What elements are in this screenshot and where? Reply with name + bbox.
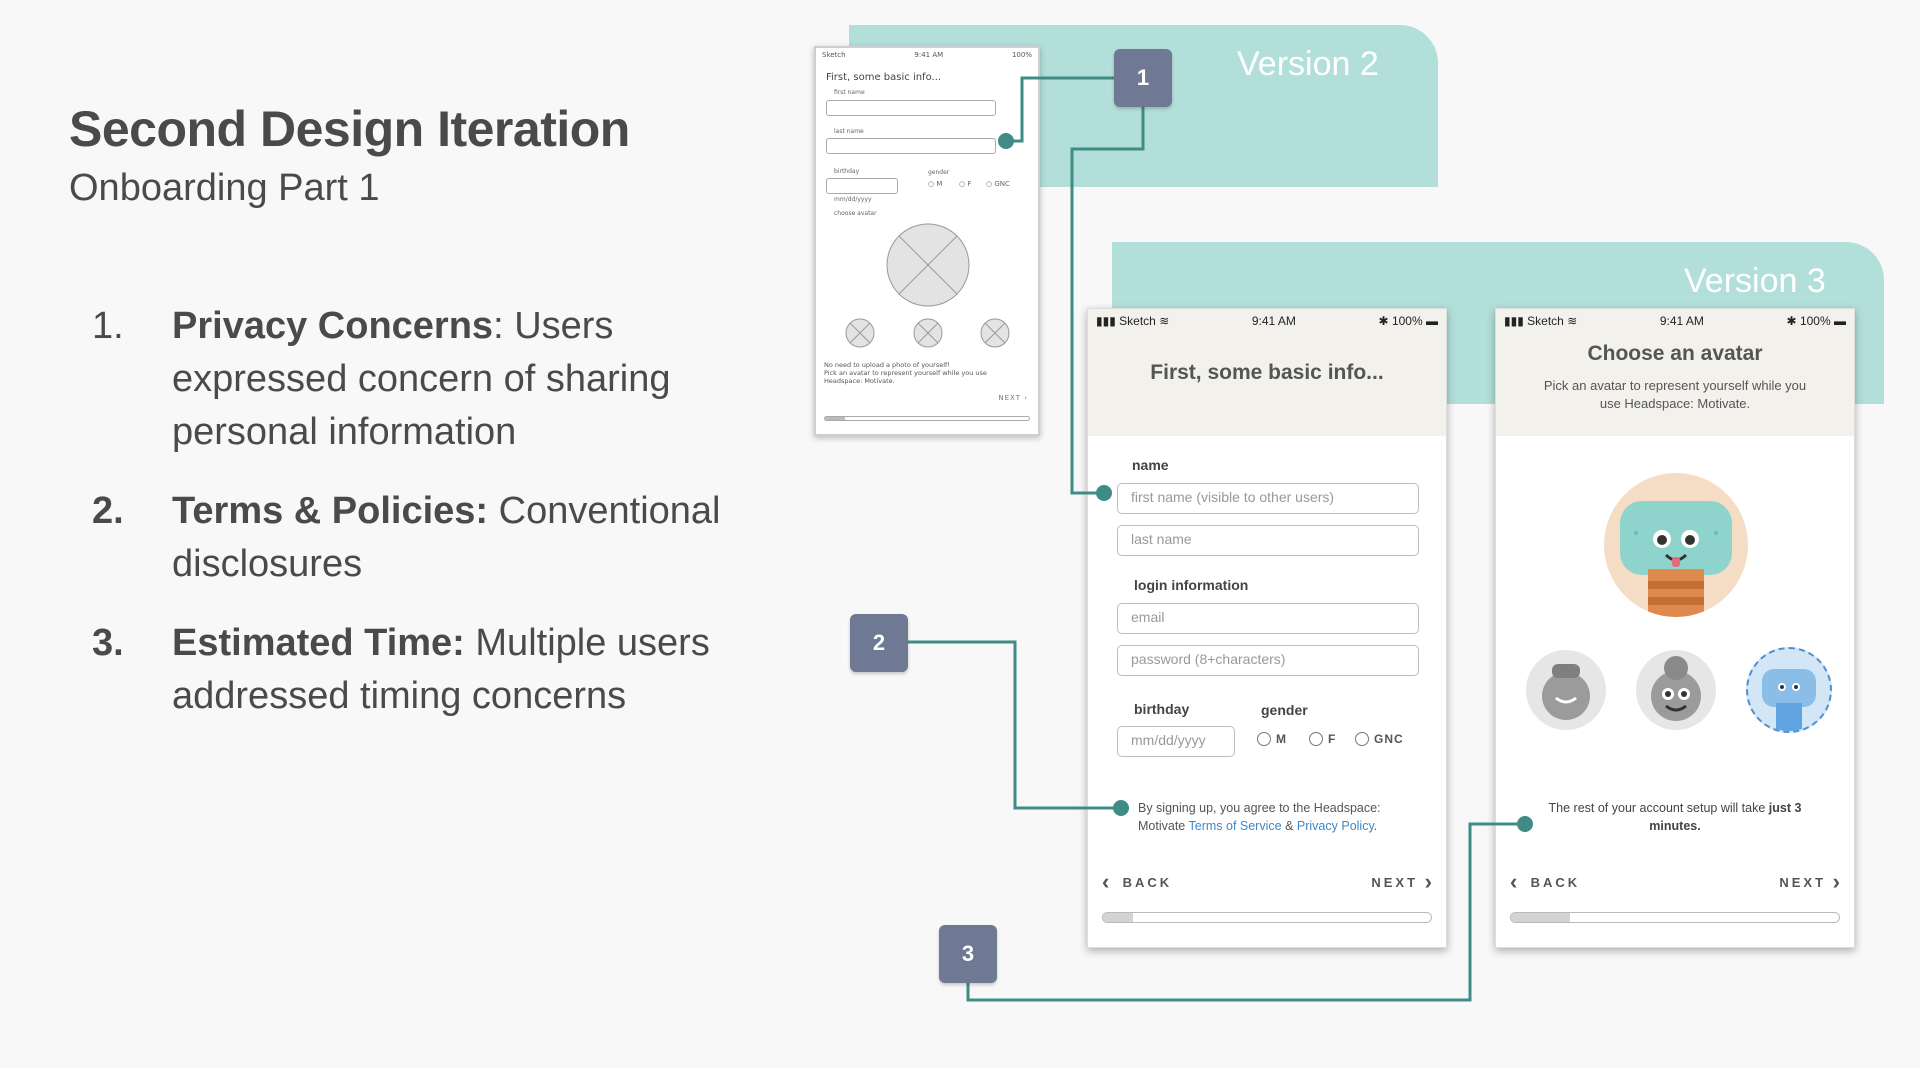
findings-list: 1. Privacy Concerns: Users expressed con… (92, 300, 732, 749)
radio-circle-icon (1355, 732, 1369, 746)
connector-dot (1096, 485, 1112, 501)
progress-bar (1102, 912, 1432, 923)
login-label: login information (1134, 577, 1249, 593)
avatar-face-icon (1542, 664, 1590, 720)
monster-avatar-icon (1620, 501, 1732, 617)
terms-of-service-link[interactable]: Terms of Service (1188, 819, 1282, 833)
screen-title: First, some basic info... (1150, 361, 1384, 384)
back-button[interactable]: ‹ BACK (1510, 869, 1581, 894)
battery-icon: ▬ (1833, 314, 1846, 328)
finding-text: Conventional disclosures (172, 490, 721, 585)
first-name-field[interactable] (826, 100, 996, 116)
finding-heading: Terms & Policies: (172, 490, 489, 532)
chevron-right-icon: › (1424, 869, 1432, 894)
last-name-input[interactable]: last name (1117, 525, 1419, 556)
gender-f-radio[interactable]: F (1309, 732, 1336, 746)
last-name-field[interactable] (826, 138, 996, 154)
progress-bar (1510, 912, 1840, 923)
bluetooth-icon: ✱ (1786, 314, 1797, 328)
signup-phone: ▮▮▮ Sketch ≋ 9:41 AM ✱ 100% ▬ First, som… (1087, 308, 1447, 948)
next-button[interactable]: NEXT › (998, 394, 1028, 402)
wireframe-phone: Sketch 9:41 AM 100% First, some basic in… (814, 46, 1040, 436)
signal-icon: ▮▮▮ (1096, 314, 1116, 328)
finding-number: 2. (92, 490, 124, 532)
selected-avatar-preview (1604, 473, 1748, 617)
wifi-icon: ≋ (1567, 314, 1578, 328)
bluetooth-icon: ✱ (1378, 314, 1389, 328)
status-bar: ▮▮▮ Sketch ≋ 9:41 AM ✱ 100% ▬ (1096, 314, 1438, 328)
terms-disclosure: By signing up, you agree to the Headspac… (1138, 801, 1381, 833)
monster-avatar-icon (1762, 669, 1816, 731)
progress-fill (825, 417, 846, 420)
screen-title: Choose an avatar (1587, 342, 1763, 365)
radio-circle-icon (1309, 732, 1323, 746)
next-button[interactable]: NEXT › (1371, 869, 1432, 894)
finding-text: Multiple users addressed timing concerns (172, 622, 710, 717)
wifi-icon: ≋ (1159, 314, 1170, 328)
progress-fill (1511, 913, 1571, 922)
connector-line-3 (966, 822, 1525, 1002)
back-button[interactable]: ‹ BACK (1102, 869, 1173, 894)
gender-m-radio[interactable]: ○ M (928, 180, 943, 188)
version-3-label: Version 3 (1684, 262, 1826, 300)
privacy-policy-link[interactable]: Privacy Policy (1296, 819, 1374, 833)
birthday-label: birthday (1134, 701, 1190, 717)
screen-description: Pick an avatar to represent yourself whi… (1543, 378, 1807, 411)
gender-gnc-radio[interactable]: GNC (1355, 732, 1404, 746)
slide-title: Second Design Iteration (69, 101, 630, 157)
avatar-option-2[interactable] (1636, 650, 1716, 730)
version-2-label: Version 2 (1237, 45, 1379, 83)
slide-subtitle: Onboarding Part 1 (69, 167, 380, 209)
annotation-badge-2: 2 (850, 614, 908, 672)
avatar-phone: ▮▮▮ Sketch ≋ 9:41 AM ✱ 100% ▬ Choose an … (1495, 308, 1855, 948)
battery-icon: ▬ (1425, 314, 1438, 328)
connector-dot (998, 133, 1014, 149)
setup-time-note: The rest of your account setup will take… (1548, 801, 1802, 833)
progress-bar (824, 416, 1030, 421)
finding-heading: Estimated Time: (172, 622, 465, 664)
finding-terms: 2. Terms & Policies: Conventional disclo… (92, 485, 732, 591)
password-input[interactable]: password (8+characters) (1117, 645, 1419, 676)
name-label: name (1132, 457, 1169, 473)
avatar-face-icon (1651, 656, 1701, 721)
signal-icon: ▮▮▮ (1504, 314, 1524, 328)
birthday-input[interactable]: mm/dd/yyyy (1117, 726, 1235, 757)
wireframe-title: First, some basic info... (826, 72, 942, 83)
first-name-input[interactable]: first name (visible to other users) (1117, 483, 1419, 514)
gender-m-radio[interactable]: M (1257, 732, 1287, 746)
connector-line-2 (908, 640, 1121, 810)
gender-f-radio[interactable]: ○ F (959, 180, 972, 188)
finding-number: 3. (92, 622, 124, 664)
phone-header: ▮▮▮ Sketch ≋ 9:41 AM ✱ 100% ▬ First, som… (1088, 309, 1446, 436)
avatar-option-1[interactable] (1526, 650, 1606, 730)
connector-dot (1517, 816, 1533, 832)
annotation-badge-3: 3 (939, 925, 997, 983)
next-button[interactable]: NEXT › (1779, 869, 1840, 894)
connector-line-1b (1070, 107, 1145, 495)
wireframe-note: No need to upload a photo of yourself! P… (824, 361, 987, 385)
status-bar: ▮▮▮ Sketch ≋ 9:41 AM ✱ 100% ▬ (1504, 314, 1846, 328)
avatar-placeholders (845, 223, 1010, 348)
status-bar: Sketch 9:41 AM 100% (822, 51, 1032, 59)
finding-text: Users expressed concern of sharing perso… (172, 305, 671, 453)
finding-privacy: 1. Privacy Concerns: Users expressed con… (92, 300, 732, 459)
chevron-right-icon: › (1832, 869, 1840, 894)
phone-header: ▮▮▮ Sketch ≋ 9:41 AM ✱ 100% ▬ Choose an … (1496, 309, 1854, 436)
birthday-field[interactable] (826, 178, 898, 194)
chevron-left-icon: ‹ (1510, 869, 1518, 894)
gender-gnc-radio[interactable]: ○ GNC (986, 180, 1010, 188)
finding-heading: Privacy Concerns (172, 305, 494, 347)
gender-label: gender (1261, 702, 1308, 718)
annotation-badge-1: 1 (1114, 49, 1172, 107)
avatar-option-3[interactable] (1746, 647, 1832, 733)
connector-dot (1113, 800, 1129, 816)
email-input[interactable]: email (1117, 603, 1419, 634)
finding-number: 1. (92, 305, 124, 347)
chevron-left-icon: ‹ (1102, 869, 1110, 894)
progress-fill (1103, 913, 1133, 922)
finding-time: 3. Estimated Time: Multiple users addres… (92, 617, 732, 723)
connector-line-1a (1006, 76, 1114, 143)
radio-circle-icon (1257, 732, 1271, 746)
